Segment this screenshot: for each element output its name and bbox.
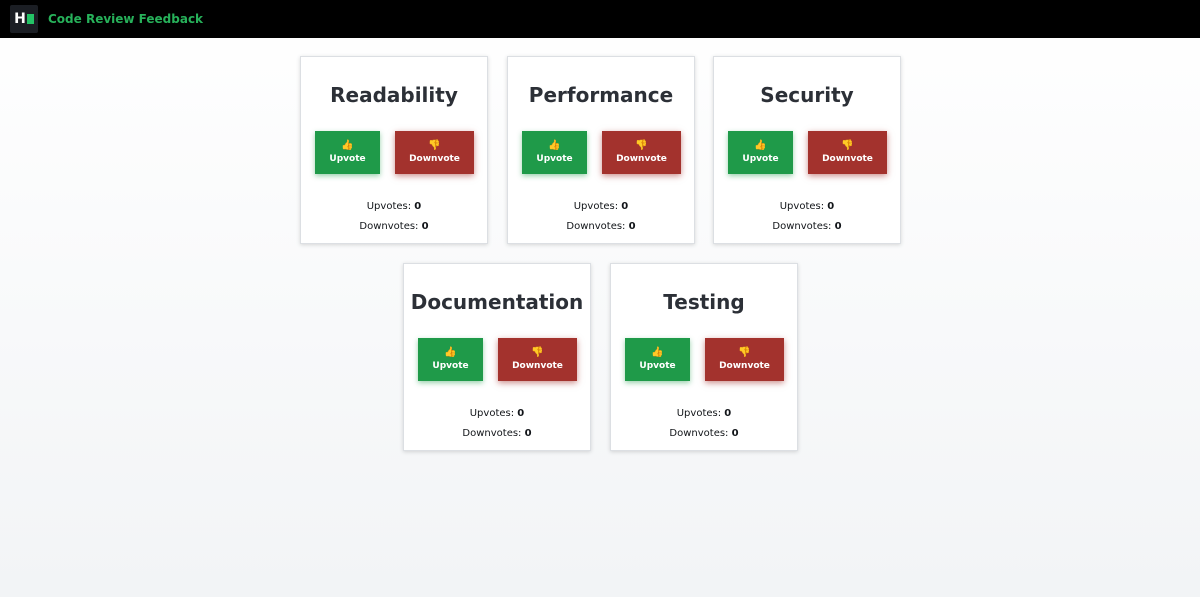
downvotes-label: Downvotes: — [669, 428, 732, 439]
feedback-card-testing: Testing 👍 Upvote 👎 Downvote Upvotes: 0 D… — [610, 263, 798, 451]
downvote-count: 0 — [731, 428, 739, 439]
upvote-label: Upvote — [639, 361, 676, 371]
downvote-count-row: Downvotes: 0 — [611, 424, 797, 444]
vote-counts: Upvotes: 0 Downvotes: 0 — [714, 197, 900, 237]
downvote-count-row: Downvotes: 0 — [404, 424, 590, 444]
logo-block — [26, 14, 34, 24]
downvotes-label: Downvotes: — [359, 221, 422, 232]
downvote-button[interactable]: 👎 Downvote — [705, 338, 784, 381]
upvotes-label: Upvotes: — [366, 201, 415, 212]
thumbs-up-icon: 👍 — [341, 140, 354, 151]
upvote-label: Upvote — [329, 154, 366, 164]
downvote-button[interactable]: 👎 Downvote — [498, 338, 577, 381]
upvote-button[interactable]: 👍 Upvote — [315, 131, 380, 174]
app-title: Code Review Feedback — [48, 12, 204, 26]
vote-counts: Upvotes: 0 Downvotes: 0 — [611, 404, 797, 444]
upvote-label: Upvote — [742, 154, 779, 164]
feedback-card-security: Security 👍 Upvote 👎 Downvote Upvotes: 0 … — [713, 56, 901, 244]
thumbs-up-icon: 👍 — [548, 140, 561, 151]
upvotes-label: Upvotes: — [676, 408, 725, 419]
upvote-button[interactable]: 👍 Upvote — [728, 131, 793, 174]
upvote-button[interactable]: 👍 Upvote — [522, 131, 587, 174]
vote-counts: Upvotes: 0 Downvotes: 0 — [301, 197, 487, 237]
downvotes-label: Downvotes: — [566, 221, 629, 232]
thumbs-down-icon: 👎 — [428, 140, 441, 151]
downvotes-label: Downvotes: — [772, 221, 835, 232]
upvote-count-row: Upvotes: 0 — [611, 404, 797, 424]
vote-counts: Upvotes: 0 Downvotes: 0 — [508, 197, 694, 237]
thumbs-down-icon: 👎 — [841, 140, 854, 151]
downvote-count: 0 — [421, 221, 429, 232]
top-bar: H Code Review Feedback — [0, 0, 1200, 38]
upvote-count-row: Upvotes: 0 — [508, 197, 694, 217]
downvote-count-row: Downvotes: 0 — [508, 217, 694, 237]
upvote-count: 0 — [414, 201, 422, 212]
upvotes-label: Upvotes: — [573, 201, 622, 212]
downvote-count: 0 — [524, 428, 532, 439]
downvote-label: Downvote — [409, 154, 460, 164]
app-logo-icon[interactable]: H — [10, 5, 38, 33]
downvote-label: Downvote — [822, 154, 873, 164]
card-title: Documentation — [410, 290, 584, 314]
feedback-card-readability: Readability 👍 Upvote 👎 Downvote Upvotes:… — [300, 56, 488, 244]
downvote-label: Downvote — [719, 361, 770, 371]
thumbs-down-icon: 👎 — [738, 347, 751, 358]
vote-counts: Upvotes: 0 Downvotes: 0 — [404, 404, 590, 444]
downvote-label: Downvote — [616, 154, 667, 164]
upvote-label: Upvote — [432, 361, 469, 371]
downvote-button[interactable]: 👎 Downvote — [395, 131, 474, 174]
feedback-card-performance: Performance 👍 Upvote 👎 Downvote Upvotes:… — [507, 56, 695, 244]
thumbs-up-icon: 👍 — [444, 347, 457, 358]
thumbs-up-icon: 👍 — [651, 347, 664, 358]
upvote-button[interactable]: 👍 Upvote — [625, 338, 690, 381]
upvote-count-row: Upvotes: 0 — [301, 197, 487, 217]
downvote-count-row: Downvotes: 0 — [301, 217, 487, 237]
thumbs-down-icon: 👎 — [531, 347, 544, 358]
upvote-label: Upvote — [536, 154, 573, 164]
thumbs-up-icon: 👍 — [754, 140, 767, 151]
card-title: Security — [760, 83, 854, 107]
upvote-count: 0 — [517, 408, 525, 419]
downvote-count: 0 — [628, 221, 636, 232]
upvote-count-row: Upvotes: 0 — [404, 404, 590, 424]
downvote-count-row: Downvotes: 0 — [714, 217, 900, 237]
thumbs-down-icon: 👎 — [635, 140, 648, 151]
upvotes-label: Upvotes: — [469, 408, 518, 419]
card-title: Performance — [528, 83, 674, 107]
card-title: Testing — [663, 290, 745, 314]
downvote-label: Downvote — [512, 361, 563, 371]
downvote-button[interactable]: 👎 Downvote — [808, 131, 887, 174]
upvote-count: 0 — [724, 408, 732, 419]
card-title: Readability — [330, 83, 458, 107]
upvote-count: 0 — [827, 201, 835, 212]
downvote-button[interactable]: 👎 Downvote — [602, 131, 681, 174]
downvote-count: 0 — [834, 221, 842, 232]
logo-letter: H — [14, 11, 26, 27]
downvotes-label: Downvotes: — [462, 428, 525, 439]
upvote-count: 0 — [621, 201, 629, 212]
upvote-button[interactable]: 👍 Upvote — [418, 338, 483, 381]
upvote-count-row: Upvotes: 0 — [714, 197, 900, 217]
feedback-card-documentation: Documentation 👍 Upvote 👎 Downvote Upvote… — [403, 263, 591, 451]
upvotes-label: Upvotes: — [779, 201, 828, 212]
